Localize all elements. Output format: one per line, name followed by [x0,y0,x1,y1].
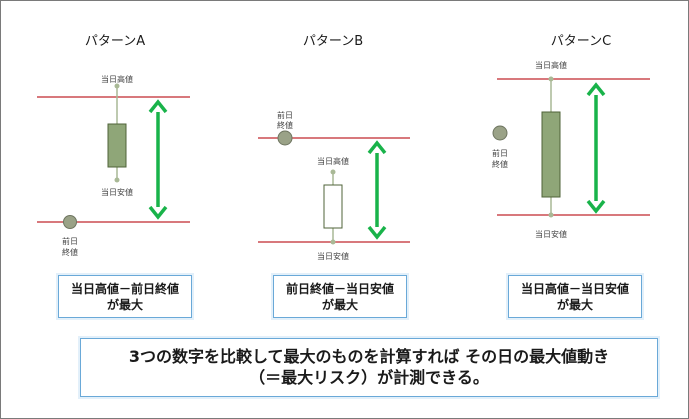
pattern-a-caption-line-2: が最大 [106,298,143,312]
pattern-c-caption-line-1: 当日高値－当日安値 [520,282,629,296]
summary-line-2: （＝最大リスク）が計測できる。 [249,368,489,387]
pattern-b-prev-close-label-1: 前日 [277,110,293,120]
pattern-b-low-label: 当日安値 [317,251,349,261]
pattern-c: パターンC 当日高値 当日安値 前日 終値 [492,34,650,239]
pattern-b-wick-bottom [330,239,336,245]
pattern-a-prev-close-dot [63,215,77,229]
pattern-a-low-label: 当日安値 [101,187,133,197]
pattern-a-candle-body [107,123,127,168]
summary-box: 3つの数字を比較して最大のものを計算すれば その日の最大値動き （＝最大リスク）… [80,338,658,397]
pattern-a-title: パターンA [85,34,145,49]
pattern-b-wick-top [330,169,336,175]
pattern-c-prev-close-label-2: 終値 [492,159,508,169]
pattern-b-candle-body [323,184,343,229]
pattern-c-prev-close-label-1: 前日 [492,148,508,158]
pattern-c-caption: 当日高値－当日安値 が最大 [508,275,642,318]
pattern-c-wick-bottom [548,212,554,218]
pattern-c-range-arrow [586,82,606,214]
pattern-c-high-label: 当日高値 [535,60,567,70]
pattern-a-prev-close-label-2: 終値 [62,247,78,257]
pattern-a: パターンA 当日高値 当日安値 前日 終値 [37,34,190,257]
pattern-b: パターンB 前日 終値 当日高値 当日安値 [258,34,410,261]
pattern-b-high-label: 当日高値 [317,156,349,166]
pattern-a-prev-close-label-1: 前日 [62,236,78,246]
pattern-b-prev-close-label-2: 終値 [277,120,293,130]
pattern-a-high-label: 当日高値 [101,74,133,84]
pattern-a-caption-line-1: 当日高値－前日終値 [70,282,179,296]
pattern-c-candle-body [541,111,561,198]
summary-line-1: 3つの数字を比較して最大のものを計算すれば その日の最大値動き [128,347,610,366]
pattern-c-low-label: 当日安値 [535,229,567,239]
pattern-b-caption-line-1: 前日終値－当日安値 [285,282,394,296]
pattern-b-prev-close-dot [277,130,293,146]
pattern-b-range-arrow [367,140,387,240]
pattern-a-wick-top [114,83,120,89]
pattern-b-caption: 前日終値－当日安値 が最大 [273,275,407,318]
pattern-b-title: パターンB [303,34,363,49]
pattern-b-caption-line-2: が最大 [321,298,358,312]
pattern-c-caption-line-2: が最大 [556,298,593,312]
pattern-a-caption: 当日高値－前日終値 が最大 [58,275,192,318]
pattern-a-range-arrow [148,99,168,220]
pattern-c-prev-close-dot [492,125,508,141]
pattern-c-wick-top [548,76,554,82]
pattern-a-wick-bottom [114,177,120,183]
pattern-c-title: パターンC [551,34,611,49]
